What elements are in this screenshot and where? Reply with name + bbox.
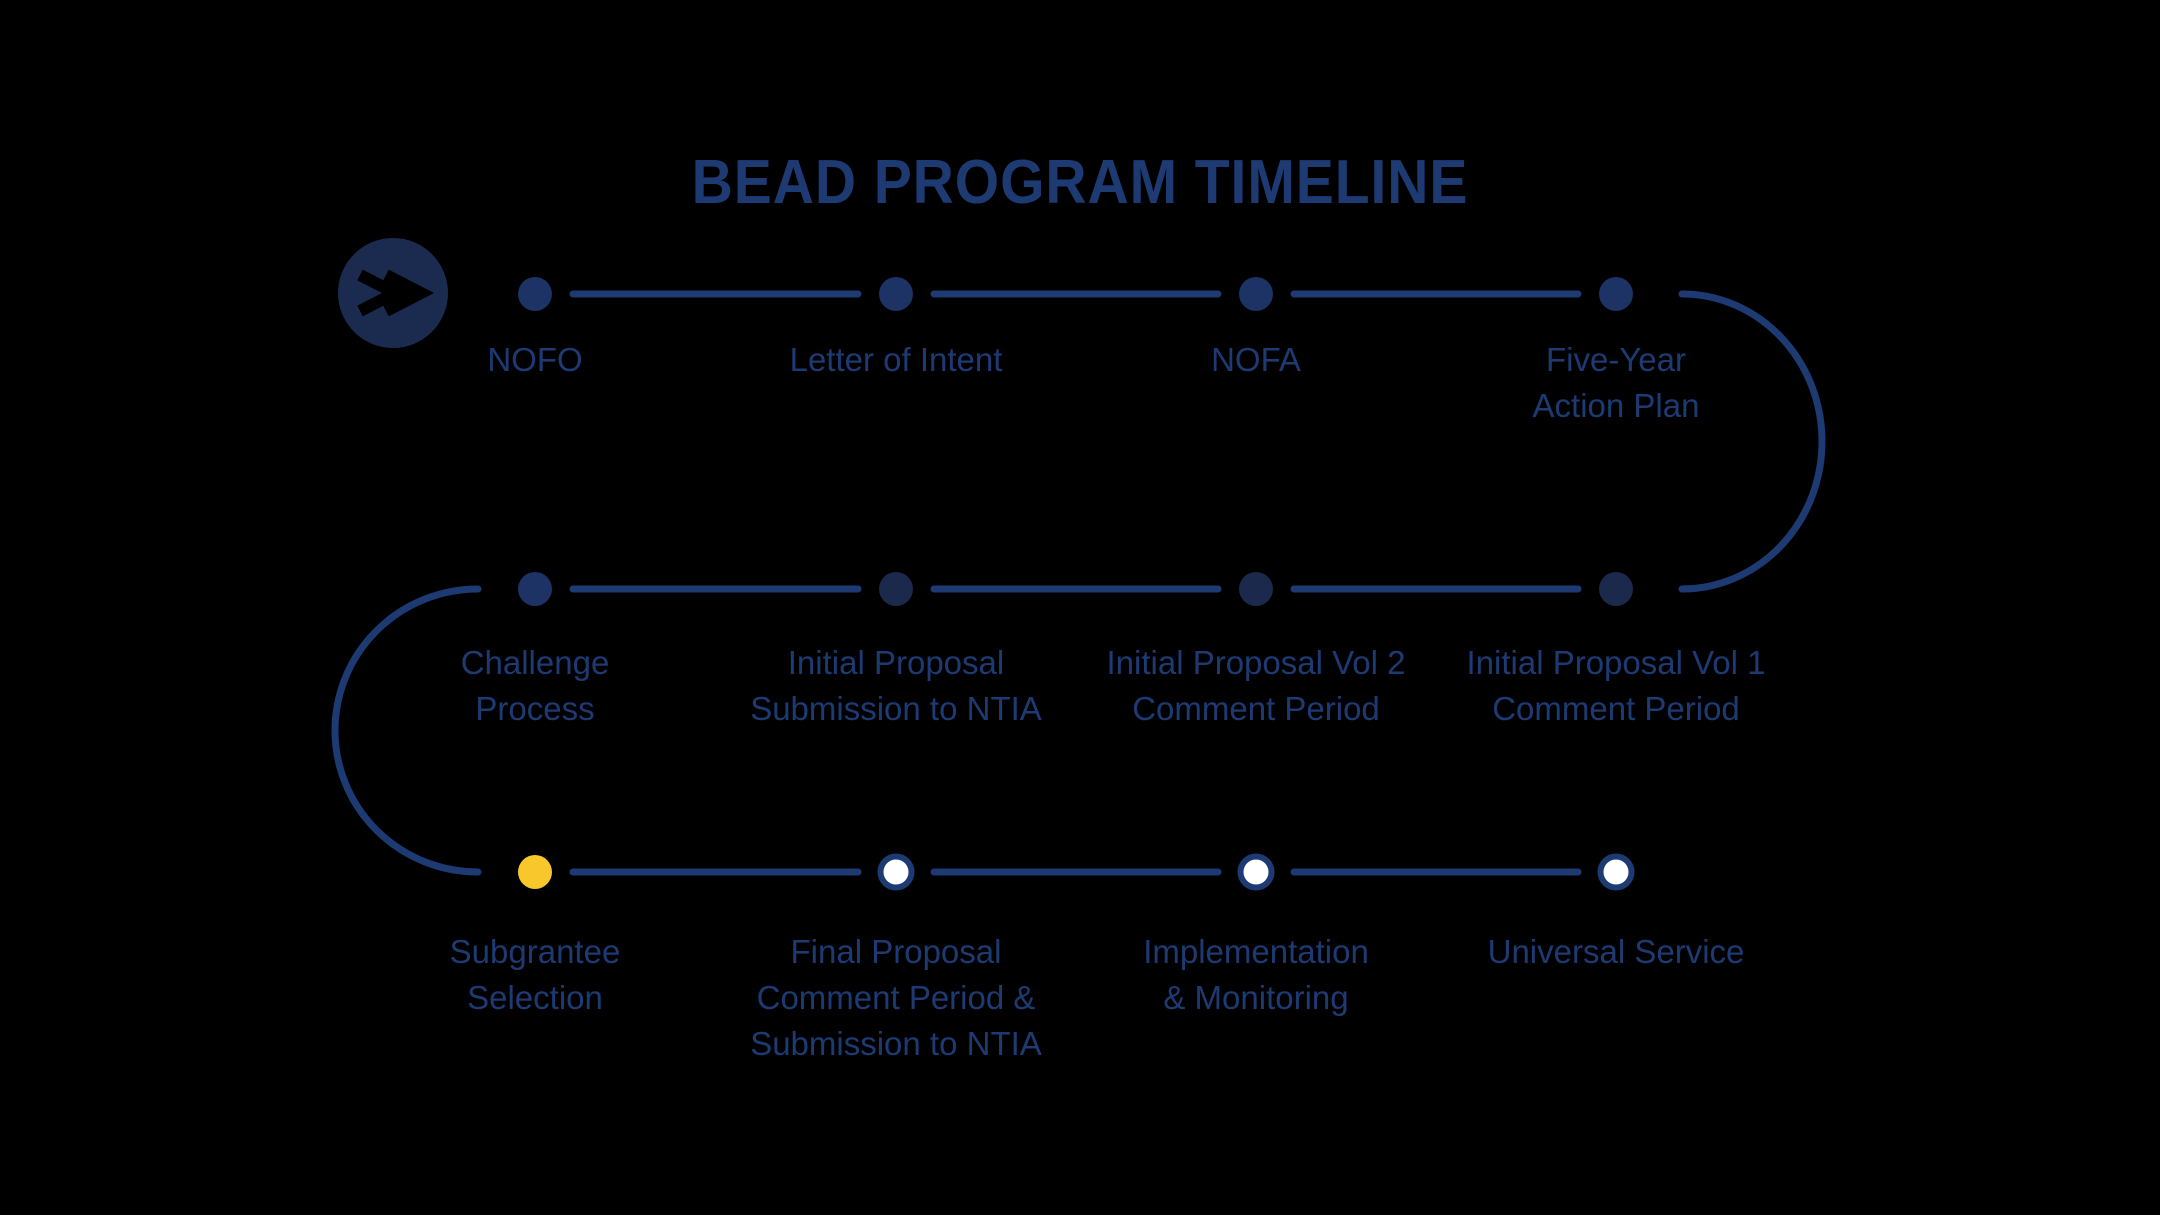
step-dot-subgrantee-selection	[518, 855, 552, 889]
timeline-arc-right	[1678, 290, 1826, 593]
step-label-nofa: NOFA	[1211, 341, 1301, 378]
timeline-arc-left	[331, 585, 482, 876]
step-dot-nofa	[1239, 277, 1273, 311]
step-label-implementation-monitoring: Implementation & Monitoring	[1143, 933, 1369, 1016]
step-dot-implementation-monitoring	[1237, 853, 1275, 891]
step-label-final-proposal: Final Proposal Comment Period & Submissi…	[750, 933, 1042, 1062]
step-label-initial-proposal-submission: Initial Proposal Submission to NTIA	[750, 644, 1042, 727]
step-dot-letter-of-intent	[879, 277, 913, 311]
step-label-challenge-process: Challenge Process	[460, 644, 610, 727]
step-dot-challenge-process	[518, 572, 552, 606]
step-dot-five-year-action-plan	[1599, 277, 1633, 311]
step-dot-initial-proposal-vol-1	[1599, 572, 1633, 606]
start-marker	[338, 238, 448, 348]
step-label-nofo: NOFO	[487, 341, 583, 378]
step-label-five-year-action-plan: Five-Year Action Plan	[1532, 341, 1700, 424]
page-title: BEAD PROGRAM TIMELINE	[691, 147, 1469, 217]
step-dot-nofo	[518, 277, 552, 311]
step-dot-final-proposal	[877, 853, 915, 891]
step-dot-initial-proposal-submission	[879, 572, 913, 606]
step-label-subgrantee-selection: Subgrantee Selection	[449, 933, 621, 1016]
step-label-universal-service: Universal Service	[1487, 933, 1745, 970]
step-label-initial-proposal-vol-1: Initial Proposal Vol 1 Comment Period	[1466, 644, 1766, 727]
step-dot-universal-service	[1597, 853, 1635, 891]
timeline-connectors	[331, 290, 1826, 876]
chevron-right-icon	[383, 269, 435, 317]
step-label-initial-proposal-vol-2: Initial Proposal Vol 2 Comment Period	[1106, 644, 1406, 727]
fast-forward-icon	[357, 269, 435, 317]
step-dot-initial-proposal-vol-2	[1239, 572, 1273, 606]
step-label-letter-of-intent: Letter of Intent	[789, 341, 1003, 378]
chevron-right-icon	[357, 269, 409, 317]
